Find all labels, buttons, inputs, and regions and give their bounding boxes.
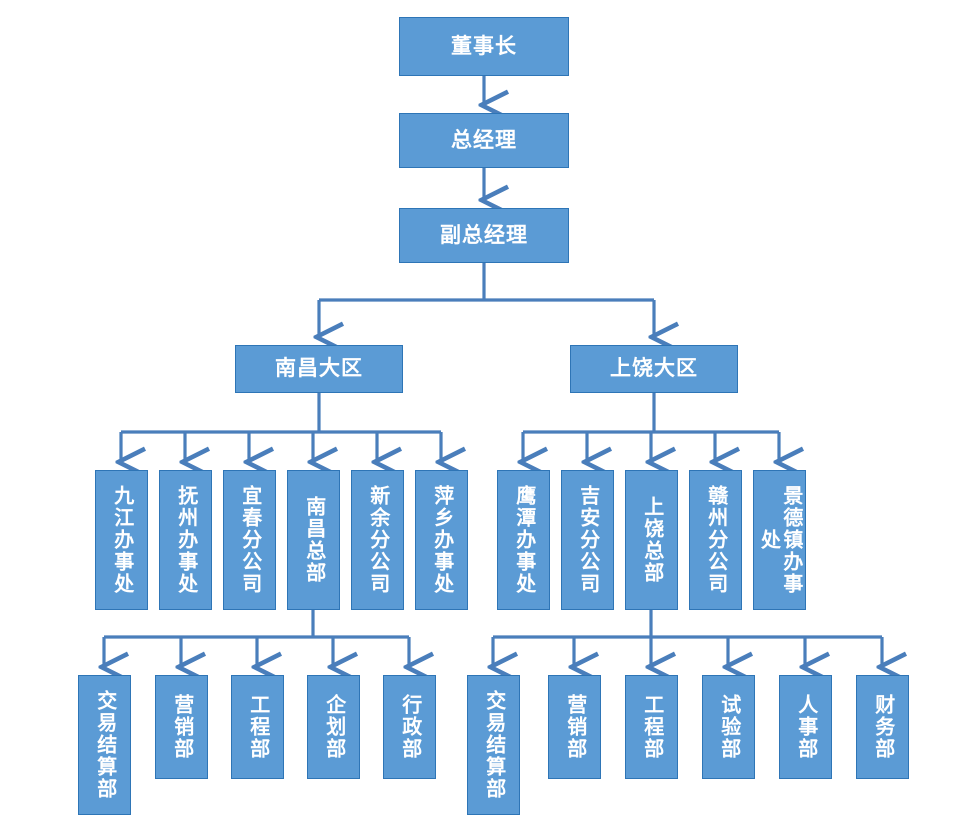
node-office-nanchang-3[interactable]: 宜春分公司 (223, 470, 276, 610)
node-office-shangrao-2[interactable]: 吉安分公司 (561, 470, 614, 610)
node-department-nanchang-1[interactable]: 交易结算部 (78, 675, 131, 815)
node-department-shangrao-6[interactable]: 财务部 (856, 675, 909, 779)
node-department-nanchang-4[interactable]: 企划部 (307, 675, 360, 779)
node-office-nanchang-1[interactable]: 九江办事处 (95, 470, 148, 610)
node-department-shangrao-3[interactable]: 工程部 (625, 675, 678, 779)
node-department-shangrao-5[interactable]: 人事部 (779, 675, 832, 779)
node-office-shangrao-4[interactable]: 赣州分公司 (689, 470, 742, 610)
node-office-shangrao-3[interactable]: 上饶总部 (625, 470, 678, 610)
node-department-nanchang-3[interactable]: 工程部 (231, 675, 284, 779)
node-department-shangrao-4[interactable]: 试验部 (702, 675, 755, 779)
node-office-nanchang-6[interactable]: 萍乡办事处 (415, 470, 468, 610)
node-chairman[interactable]: 董事长 (399, 17, 569, 76)
node-general-manager[interactable]: 总经理 (399, 113, 569, 168)
node-department-shangrao-1[interactable]: 交易结算部 (467, 675, 520, 815)
node-office-nanchang-5[interactable]: 新余分公司 (351, 470, 404, 610)
node-office-nanchang-4[interactable]: 南昌总部 (287, 470, 340, 610)
node-department-nanchang-5[interactable]: 行政部 (383, 675, 436, 779)
node-office-shangrao-5[interactable]: 景德镇办事处 (753, 470, 806, 610)
node-deputy-general-manager[interactable]: 副总经理 (399, 208, 569, 263)
node-office-nanchang-2[interactable]: 抚州办事处 (159, 470, 212, 610)
node-office-shangrao-1[interactable]: 鹰潭办事处 (497, 470, 550, 610)
node-region-shangrao[interactable]: 上饶大区 (570, 345, 738, 393)
node-department-shangrao-2[interactable]: 营销部 (548, 675, 601, 779)
node-region-nanchang[interactable]: 南昌大区 (235, 345, 403, 393)
node-department-nanchang-2[interactable]: 营销部 (155, 675, 208, 779)
